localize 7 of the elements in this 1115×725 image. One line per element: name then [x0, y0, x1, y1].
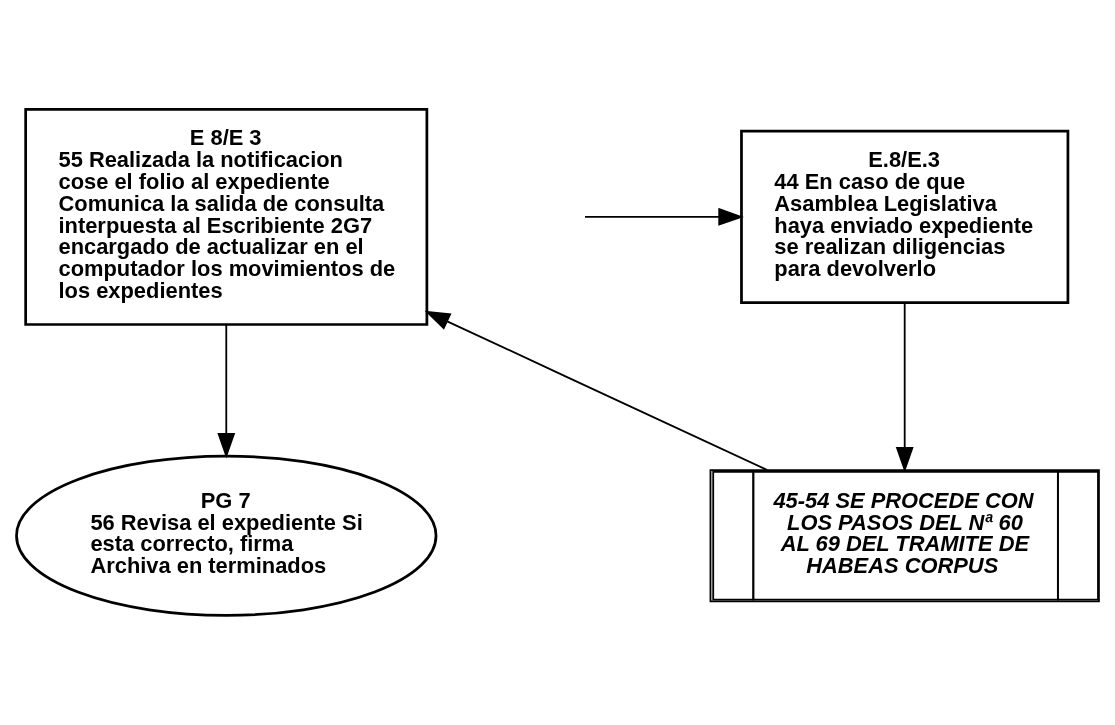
node-box: E 8/E 3 55 Realizada la notificacion cose el folio al expediente Comunica la salida de consulta interpuesta al Escribiente 2G7 encargado de actualizar en el computador los movimientos de los expedientes: [24, 107, 429, 326]
node-ellipse: PG 7 56 Revisa el expediente Si esta correcto, firma Archiva en terminados: [15, 454, 438, 617]
arrow: [217, 323, 236, 459]
arrow: [584, 207, 744, 226]
node-box: E.8/E.3 44 En caso de que Asamblea Legislativa haya enviado expediente se realizan diligencias para devolverlo: [740, 129, 1070, 304]
arrow: [424, 310, 769, 471]
arrow: [895, 302, 914, 473]
